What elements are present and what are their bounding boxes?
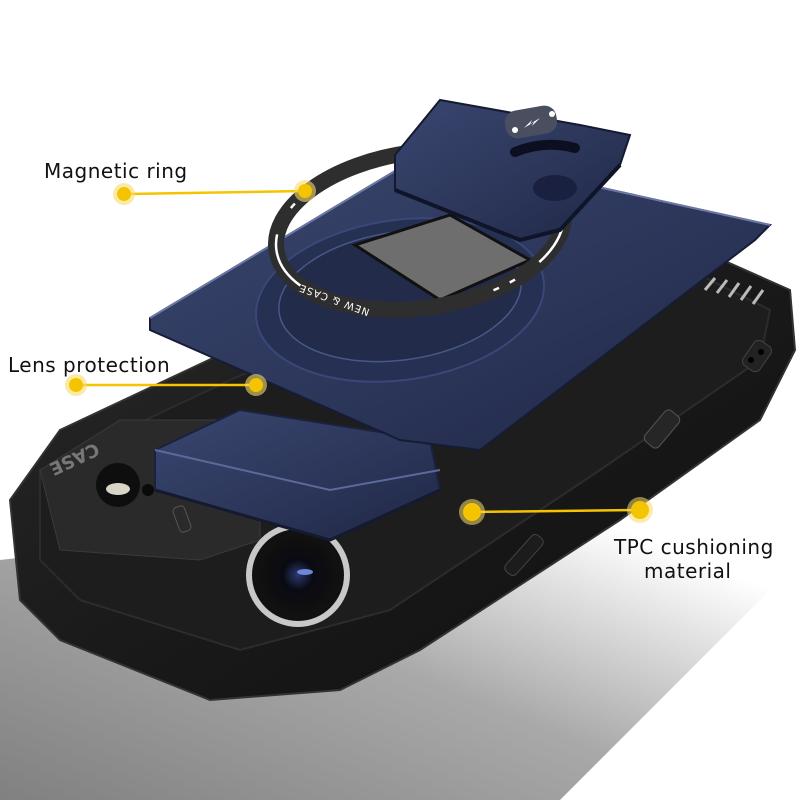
callout-lens-protection [65, 374, 267, 396]
tpc-label-line1: TPC cushioning [614, 535, 774, 559]
kickstand-tab [394, 98, 632, 243]
lens-protection-slider [154, 408, 442, 542]
magnetic-ring-label: Magnetic ring [44, 159, 188, 183]
lightning-bolt-icon [524, 118, 540, 128]
tpc-label-line2: material [644, 559, 732, 583]
tpc-label: TPC cushioning material [614, 535, 784, 583]
callout-magnetic-ring [113, 180, 316, 205]
lens-protection-label: Lens protection [8, 353, 171, 377]
callout-tpc [459, 497, 653, 525]
